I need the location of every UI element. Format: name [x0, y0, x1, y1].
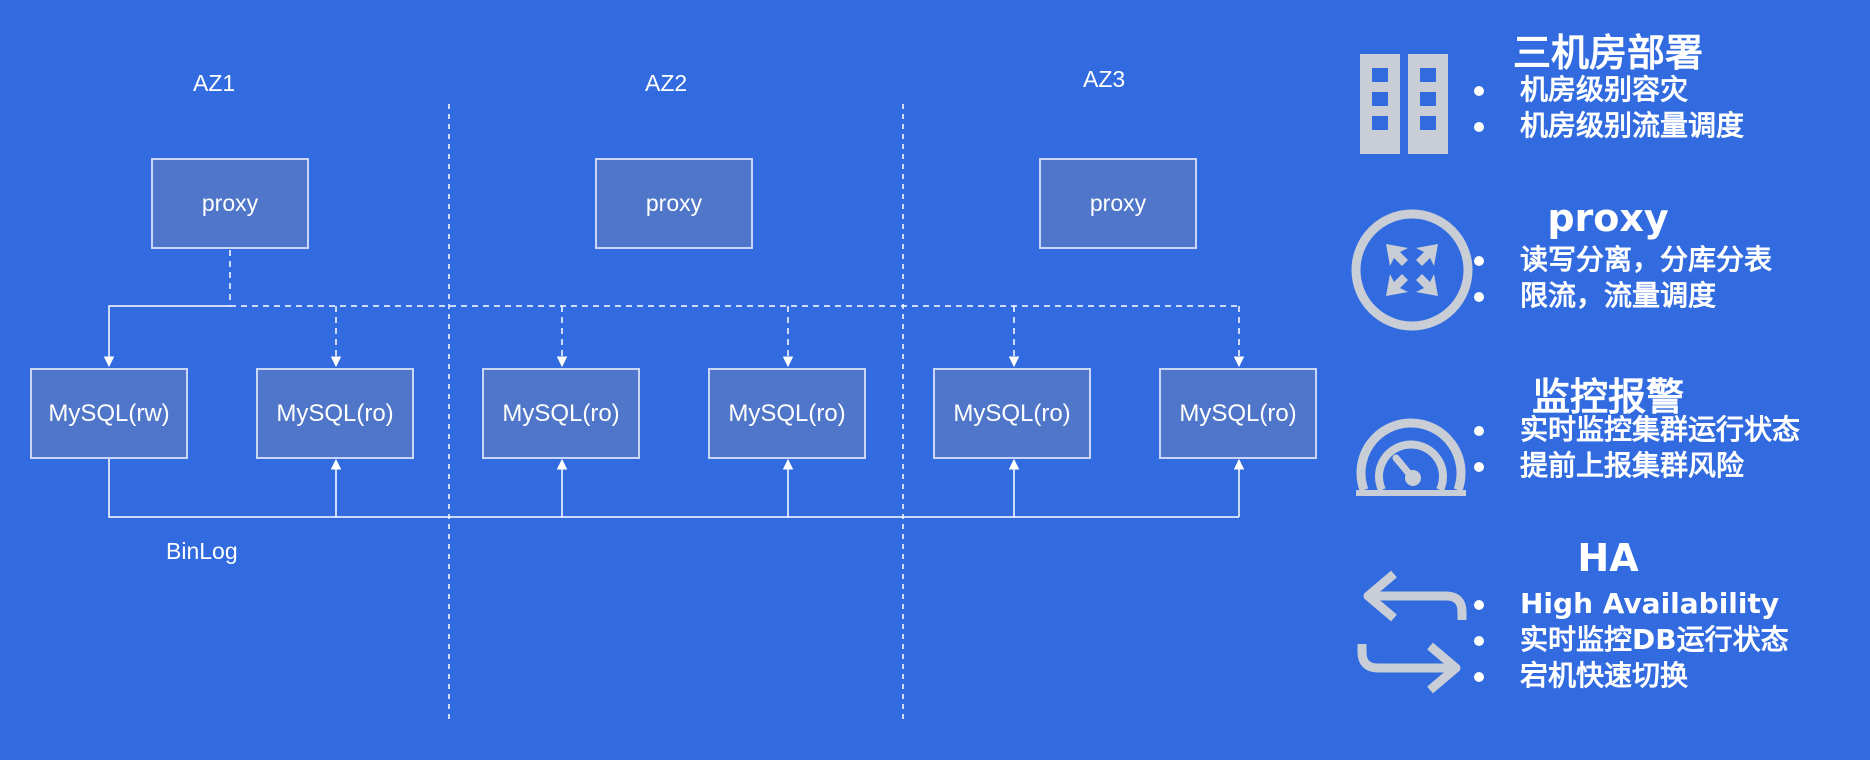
az-label: AZ2: [645, 70, 688, 96]
feature-proxy: proxy 读写分离，分库分表 限流，流量调度: [1340, 196, 1870, 346]
mysql-node-rw[interactable]: MySQL(rw): [30, 368, 188, 459]
bullet-item: 提前上报集群风险: [1470, 448, 1800, 484]
mysql-node-ro[interactable]: MySQL(ro): [256, 368, 414, 459]
az-label: AZ1: [193, 70, 236, 96]
feature-panel: 三机房部署 机房级别容灾 机房级别流量调度 proxy 读写分离，分库分表 限流…: [1340, 0, 1870, 760]
feature-multi-dc: 三机房部署 机房级别容灾 机房级别流量调度: [1340, 20, 1870, 170]
feature-title: 三机房部署: [1512, 31, 1703, 75]
mysql-node-ro[interactable]: MySQL(ro): [708, 368, 866, 459]
router-icon: [1351, 209, 1473, 331]
feature-ha: HA High Availability 实时监控DB运行状态 宕机快速切换: [1340, 536, 1870, 716]
feature-bullets: High Availability 实时监控DB运行状态 宕机快速切换: [1470, 586, 1789, 694]
bullet-item: 机房级别流量调度: [1470, 108, 1744, 144]
feature-title: 监控报警: [1531, 375, 1684, 419]
bullet-item: 宕机快速切换: [1470, 658, 1789, 694]
bullet-item: 实时监控集群运行状态: [1470, 412, 1800, 448]
gauge-icon: [1356, 418, 1466, 496]
feature-monitoring: 监控报警 实时监控集群运行状态 提前上报集群风险: [1340, 364, 1870, 514]
connection-lines: [103, 104, 1245, 722]
az-label: AZ3: [1083, 66, 1126, 92]
feature-bullets: 读写分离，分库分表 限流，流量调度: [1470, 242, 1772, 314]
mysql-node-ro[interactable]: MySQL(ro): [933, 368, 1091, 459]
bullet-item: 限流，流量调度: [1470, 278, 1772, 314]
bullet-item: 实时监控DB运行状态: [1470, 622, 1789, 658]
bullet-item: 读写分离，分库分表: [1470, 242, 1772, 278]
proxy-node[interactable]: proxy: [1039, 158, 1197, 249]
mysql-node-ro[interactable]: MySQL(ro): [1159, 368, 1317, 459]
feature-title: HA: [1577, 536, 1639, 580]
feature-bullets: 机房级别容灾 机房级别流量调度: [1470, 72, 1744, 144]
architecture-diagram: AZ1 AZ2 AZ3 proxy proxy proxy MySQL(rw) …: [30, 66, 1317, 722]
proxy-node[interactable]: proxy: [595, 158, 753, 249]
binlog-label: BinLog: [166, 538, 238, 564]
feature-bullets: 实时监控集群运行状态 提前上报集群风险: [1470, 412, 1800, 484]
feature-title: proxy: [1547, 196, 1669, 240]
bullet-item: High Availability: [1470, 586, 1789, 622]
swap-arrows-icon: [1357, 570, 1467, 694]
bullet-item: 机房级别容灾: [1470, 72, 1744, 108]
building-icon: [1360, 54, 1448, 154]
mysql-node-ro[interactable]: MySQL(ro): [482, 368, 640, 459]
proxy-node[interactable]: proxy: [151, 158, 309, 249]
